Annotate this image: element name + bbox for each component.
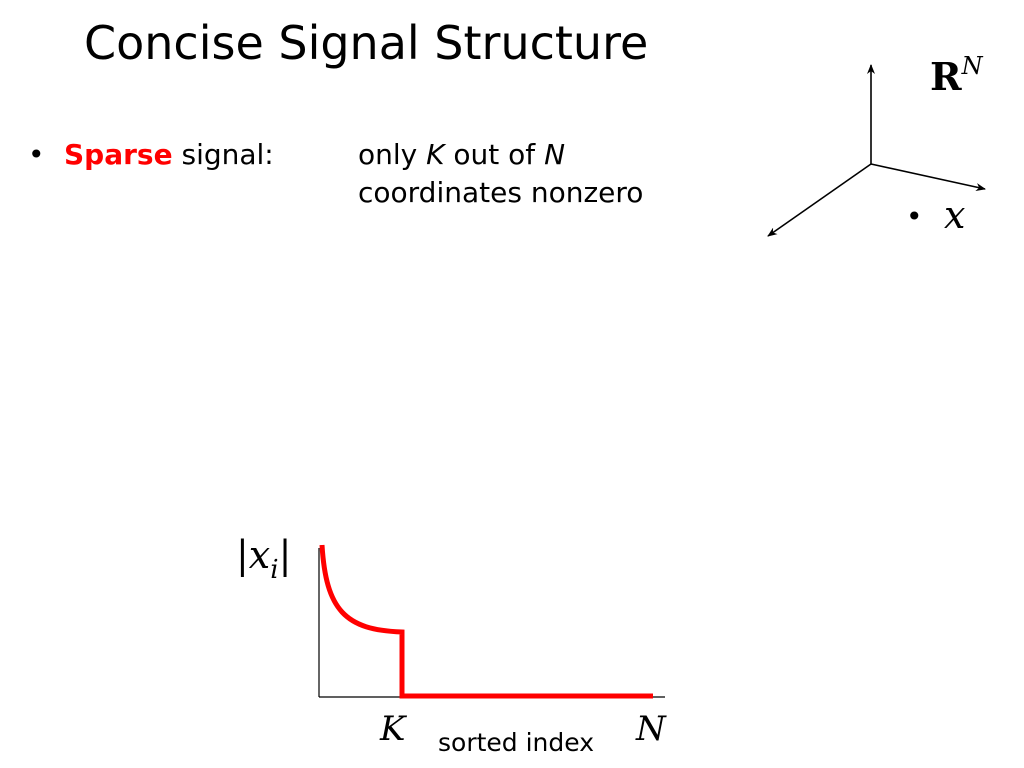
desc-line2: coordinates nonzero (358, 176, 644, 209)
desc-out-of: out of (444, 138, 545, 171)
bullet-marker: • (28, 138, 45, 171)
point-label: x (944, 193, 965, 237)
bullet-lead: Sparse signal: (64, 136, 274, 174)
y-axis-label: |xi| (236, 533, 291, 585)
k-tick-label: K (379, 709, 408, 749)
desc-k-symbol: K (426, 138, 445, 171)
sparse-keyword: Sparse (64, 138, 173, 171)
n-tick-label: N (635, 709, 667, 749)
left-axis-arrow (767, 163, 872, 237)
space-label: RN (930, 52, 984, 99)
sparse-magnitude-curve (319, 544, 653, 699)
signal-label: signal: (172, 138, 274, 171)
slide-title: Concise Signal Structure (84, 16, 649, 70)
point-marker: • (906, 200, 923, 233)
desc-n-symbol: N (544, 138, 566, 171)
right-axis-arrow (870, 163, 986, 191)
desc-only: only (358, 138, 427, 171)
x-axis-label: sorted index (438, 728, 594, 757)
